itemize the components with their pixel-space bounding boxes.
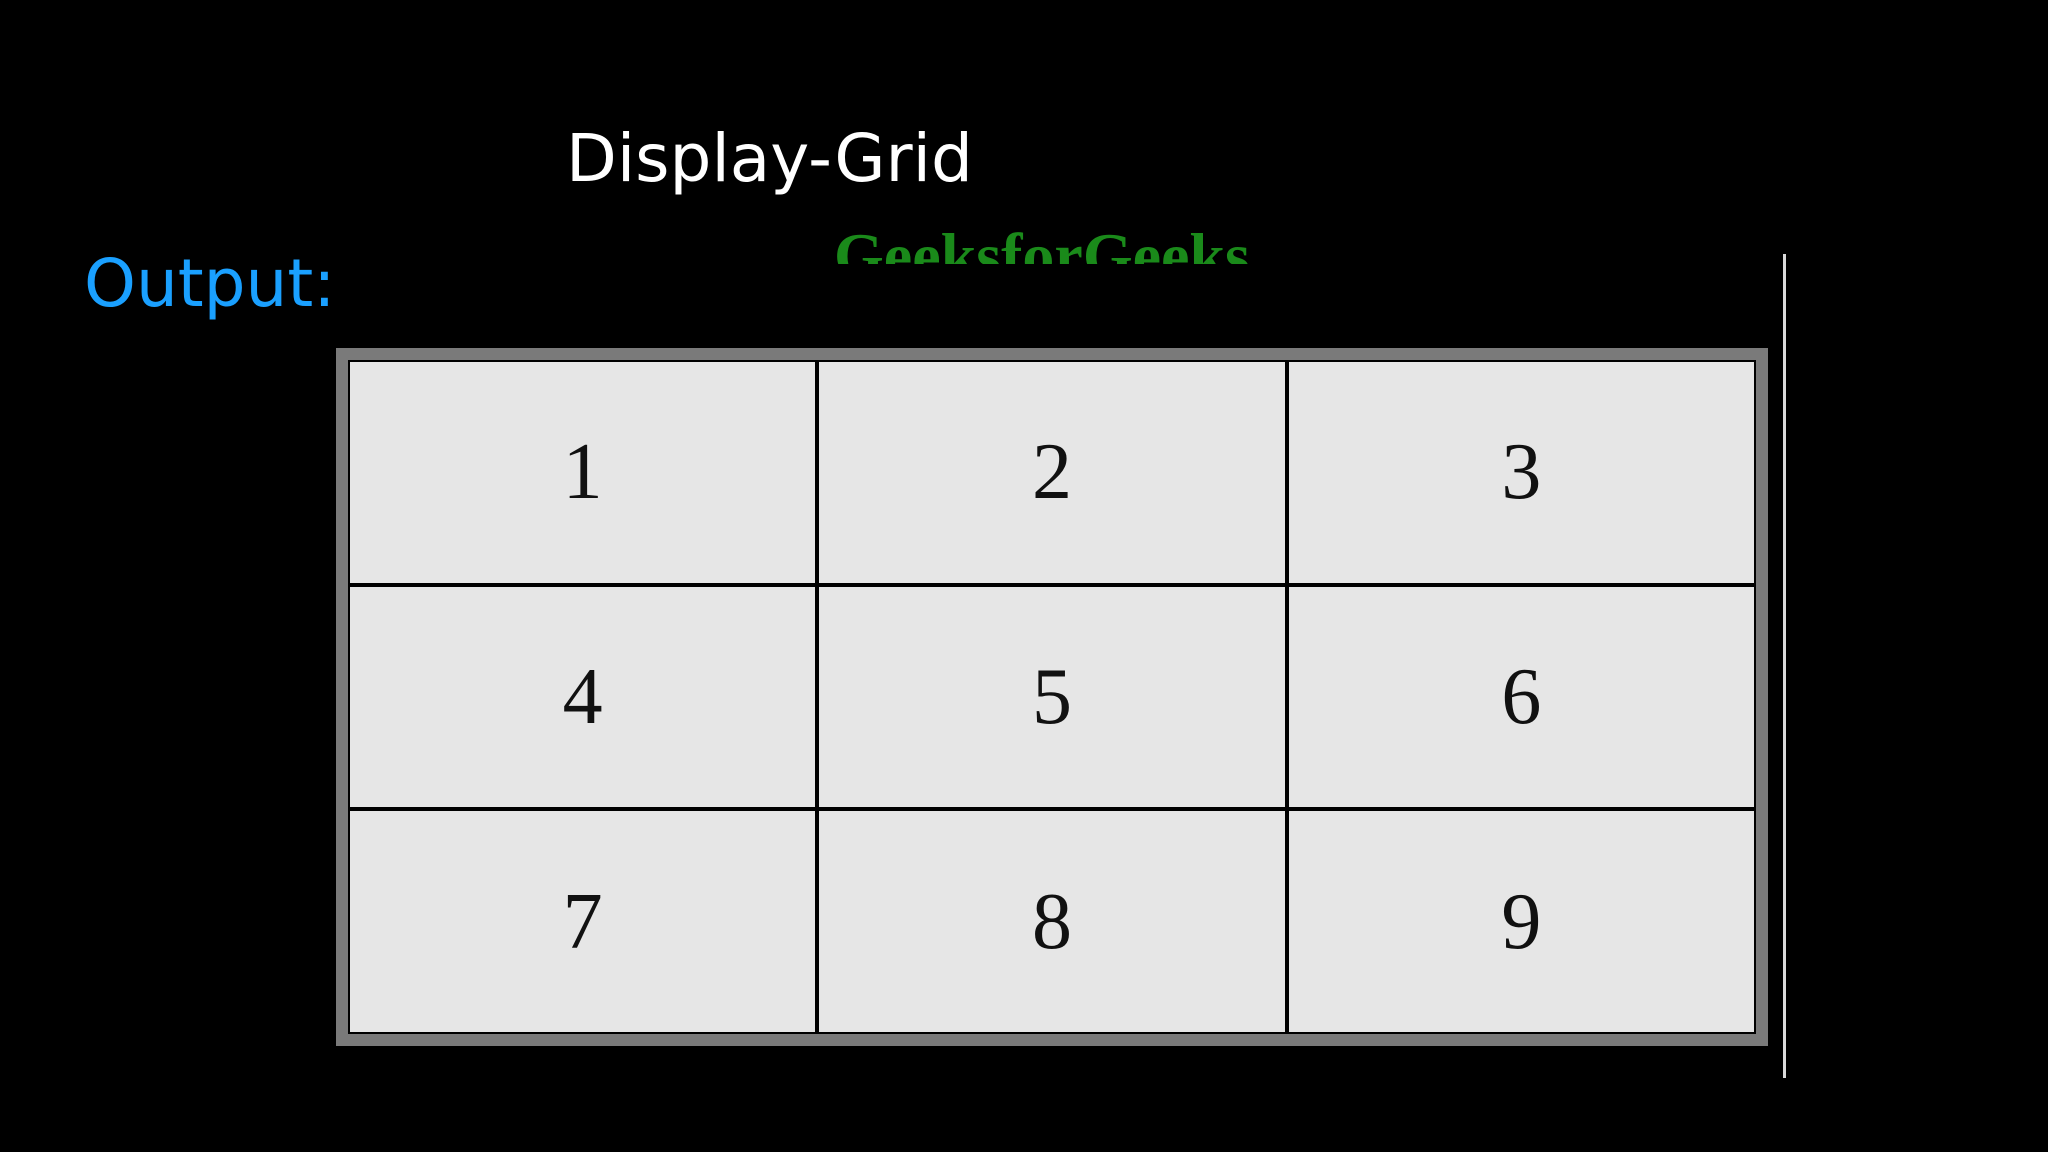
output-heading-clip: GeeksforGeeks [820, 210, 1300, 265]
output-heading: GeeksforGeeks [834, 220, 1250, 265]
grid-item-5: 5 [817, 584, 1287, 810]
grid-item-2: 2 [817, 360, 1287, 585]
grid-item-7: 7 [348, 809, 818, 1034]
grid-item-1: 1 [348, 360, 818, 585]
grid-item-6: 6 [1286, 584, 1756, 810]
grid-item-4: 4 [348, 584, 818, 810]
grid-container: 1 2 3 4 5 6 7 8 9 [336, 348, 1768, 1046]
grid-item-9: 9 [1286, 809, 1756, 1034]
output-label: Output: [84, 245, 336, 322]
output-frame-divider [1783, 254, 1786, 1078]
slide-title: Display-Grid [566, 120, 973, 197]
grid-item-3: 3 [1286, 360, 1756, 585]
grid-item-8: 8 [817, 809, 1287, 1034]
